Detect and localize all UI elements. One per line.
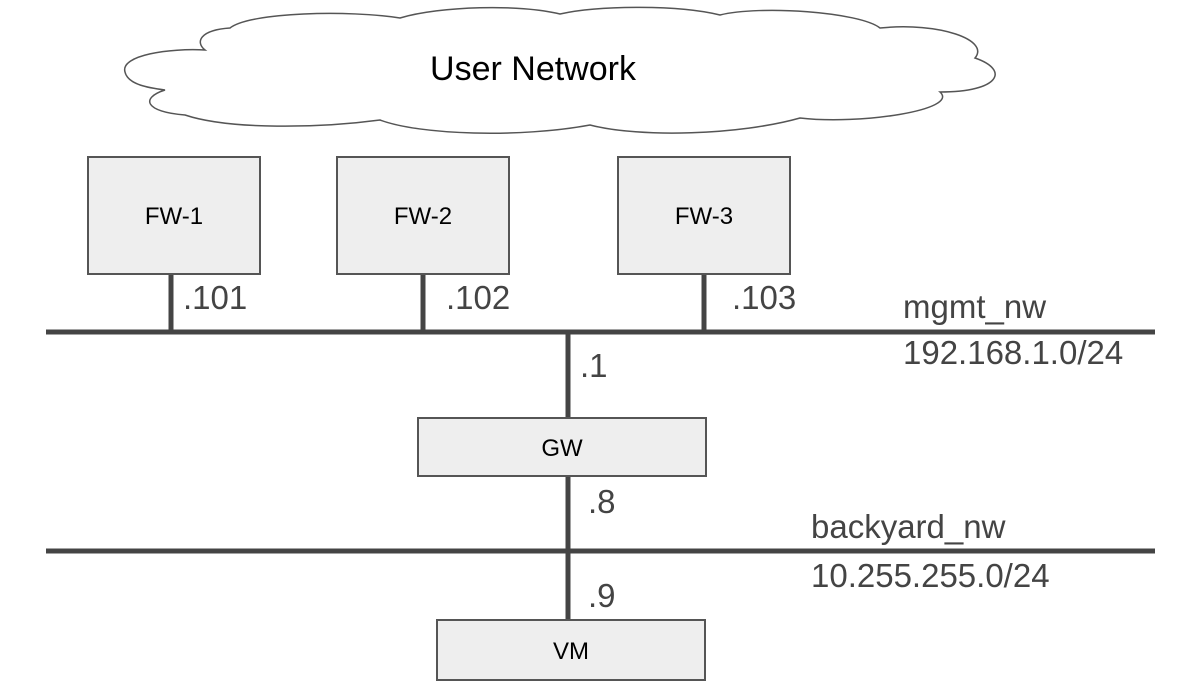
backyard-network-subnet: 10.255.255.0/24 (811, 557, 1050, 594)
fw2-node: FW-2 (336, 156, 510, 275)
fw1-label: FW-1 (145, 203, 203, 230)
backyard-network-name: backyard_nw (811, 508, 1006, 545)
vm-ip-label: .9 (588, 577, 616, 614)
vm-label: VM (553, 638, 589, 665)
cloud-label: User Network (430, 50, 637, 88)
mgmt-network-name: mgmt_nw (903, 288, 1046, 325)
fw3-box (617, 156, 791, 275)
fw2-ip-label: .102 (446, 279, 510, 316)
fw3-ip-label: .103 (732, 279, 796, 316)
cloud-shape (124, 6, 996, 134)
gw-node: GW (417, 417, 707, 477)
user-network-cloud: User Network (124, 6, 996, 134)
vm-box (436, 619, 706, 681)
fw2-label: FW-2 (394, 203, 452, 230)
fw1-node: FW-1 (87, 156, 261, 275)
fw3-label: FW-3 (675, 203, 733, 230)
gw-mgmt-ip-label: .1 (580, 347, 608, 384)
gw-label: GW (541, 435, 583, 462)
fw3-node: FW-3 (617, 156, 791, 275)
fw1-ip-label: .101 (183, 279, 247, 316)
mgmt-network-subnet: 192.168.1.0/24 (903, 334, 1123, 371)
gw-backyard-ip-label: .8 (588, 483, 616, 520)
vm-node: VM (436, 619, 706, 681)
fw2-box (336, 156, 510, 275)
fw1-box (87, 156, 261, 275)
gw-box (417, 417, 707, 477)
